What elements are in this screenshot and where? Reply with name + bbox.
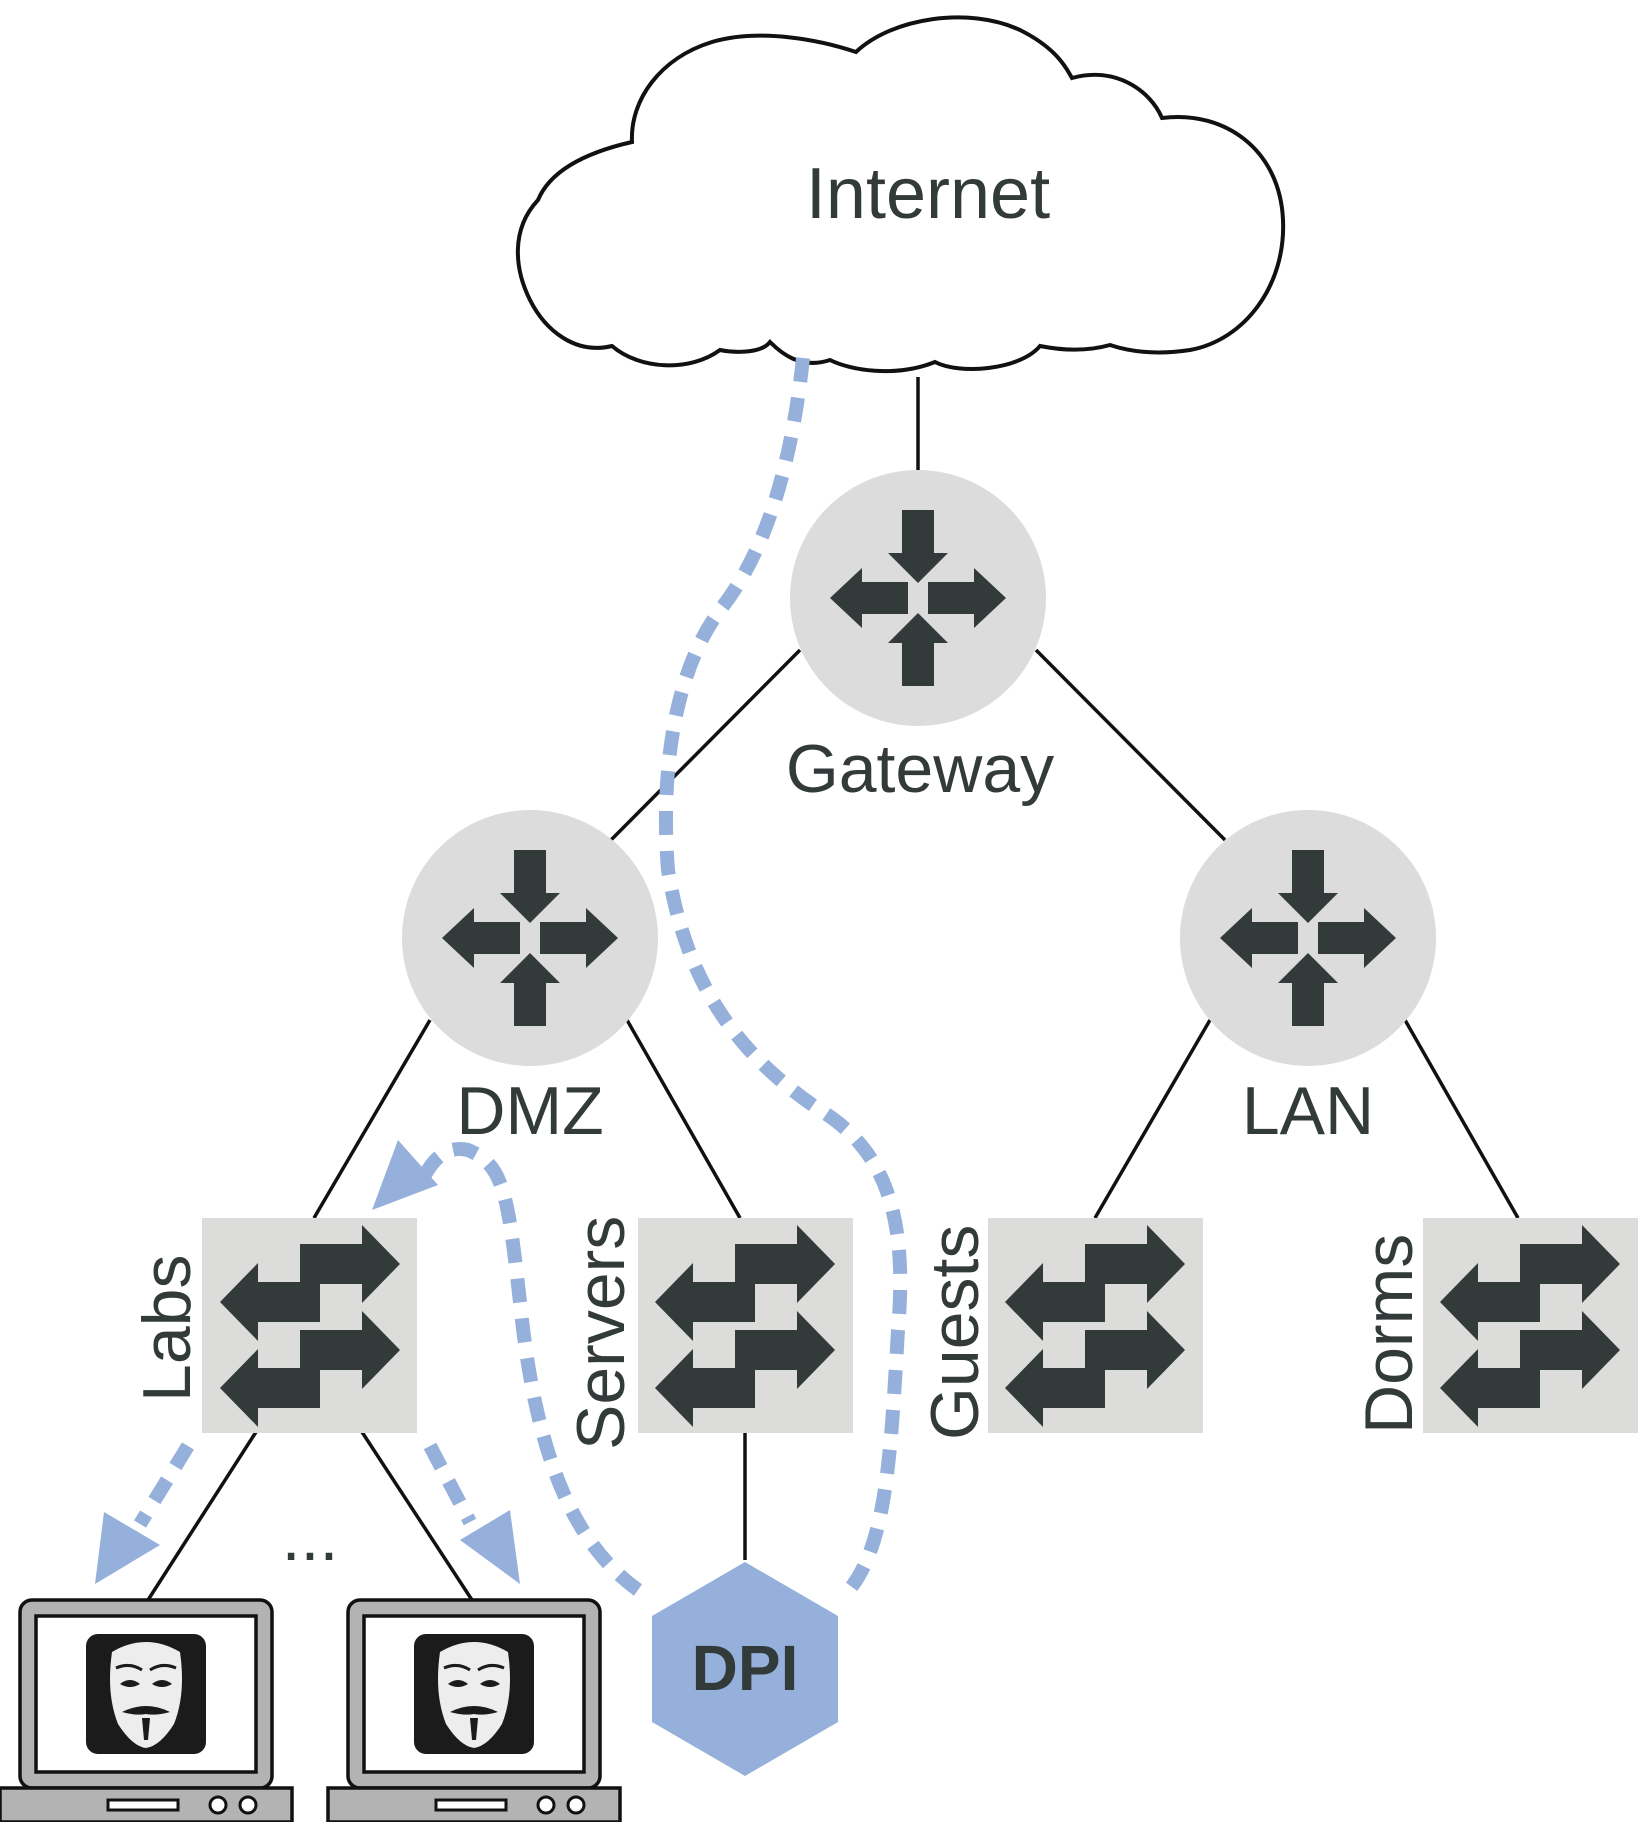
link-lan-dorms bbox=[1403, 1019, 1520, 1219]
switch-labs: Labs bbox=[129, 1218, 417, 1433]
links bbox=[146, 377, 1520, 1601]
switch-label: Servers bbox=[563, 1216, 639, 1450]
link-labs-host-1 bbox=[146, 1431, 258, 1601]
switch-label: Labs bbox=[129, 1255, 205, 1402]
flow-labs-to-host-2 bbox=[423, 1442, 477, 1526]
link-gateway-lan bbox=[1034, 648, 1227, 842]
switch-label: Dorms bbox=[1351, 1234, 1427, 1434]
router-label: LAN bbox=[1242, 1073, 1374, 1149]
laptop-host-2 bbox=[326, 1598, 622, 1822]
internet-label: Internet bbox=[806, 154, 1050, 234]
switch-servers: Servers bbox=[563, 1216, 853, 1450]
traffic-flow bbox=[95, 357, 908, 1603]
switch-guests: Guests bbox=[917, 1218, 1203, 1440]
router-label: Gateway bbox=[786, 731, 1054, 807]
dpi-label: DPI bbox=[692, 1632, 799, 1704]
laptop-host-1 bbox=[0, 1598, 294, 1822]
anonymous-mask-icon bbox=[412, 1632, 536, 1756]
flow-arrowhead-host-2 bbox=[460, 1510, 520, 1584]
flow-labs-to-host-1 bbox=[134, 1442, 194, 1528]
link-dmz-labs bbox=[312, 1019, 432, 1219]
link-labs-host-2 bbox=[360, 1431, 474, 1601]
router-label: DMZ bbox=[456, 1073, 603, 1149]
hosts-ellipsis: ... bbox=[282, 1499, 339, 1575]
switch-dorms: Dorms bbox=[1351, 1218, 1638, 1434]
router-dmz: DMZ bbox=[402, 810, 658, 1149]
switch-label: Guests bbox=[917, 1225, 993, 1440]
flow-dpi-to-labs bbox=[411, 1142, 643, 1596]
dpi-node: DPI bbox=[652, 1562, 838, 1776]
flow-internet-to-dpi bbox=[658, 357, 908, 1603]
router-gateway: Gateway bbox=[786, 470, 1054, 807]
flow-arrowhead-host-1 bbox=[95, 1512, 160, 1584]
link-lan-guests bbox=[1093, 1019, 1212, 1219]
link-dmz-servers bbox=[625, 1019, 742, 1219]
internet-cloud: Internet bbox=[515, 15, 1286, 374]
router-lan: LAN bbox=[1180, 810, 1436, 1149]
flow-arrowhead-labs bbox=[372, 1140, 438, 1210]
link-gateway-dmz bbox=[609, 648, 802, 842]
anonymous-mask-icon bbox=[84, 1632, 208, 1756]
